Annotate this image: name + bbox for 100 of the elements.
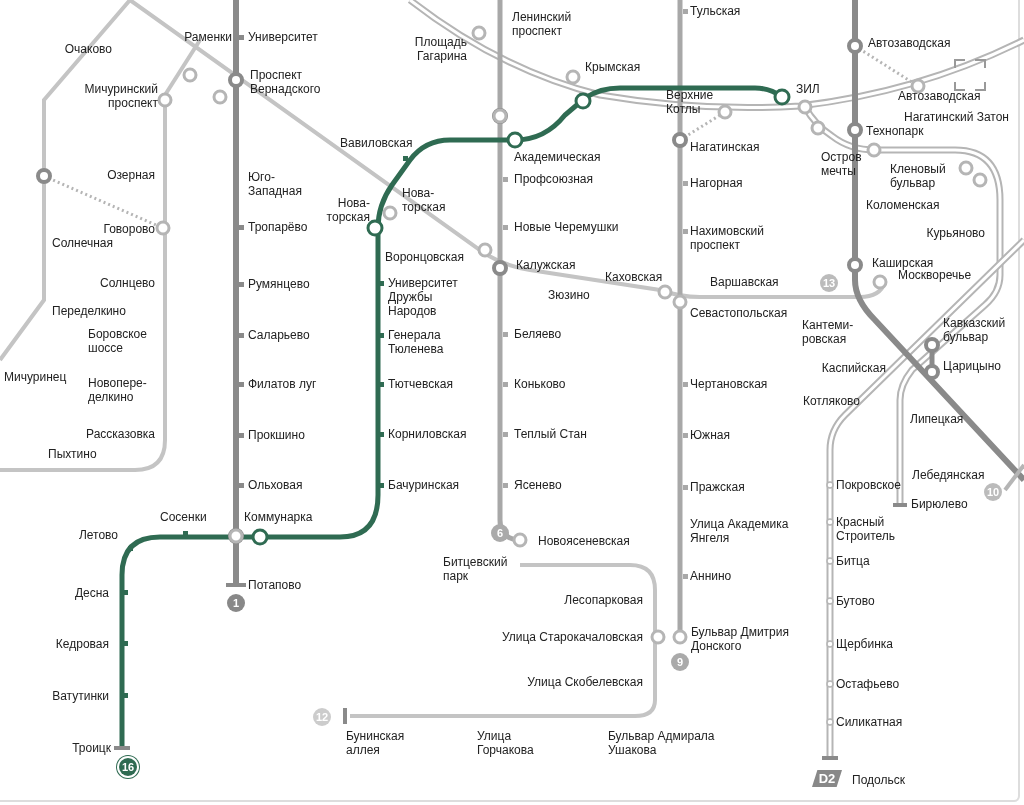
station-name: Варшавская — [710, 275, 779, 289]
station-name: Беляево — [514, 327, 562, 341]
station-name: Автозаводская — [898, 89, 981, 103]
line-number-badge: 1 — [227, 594, 245, 612]
station-name: Очаково — [64, 42, 112, 56]
station-name: Кавказский бульвар — [943, 316, 1007, 344]
station-name: Боровское шоссе — [88, 327, 148, 355]
station-name: Коньково — [514, 377, 566, 391]
station-name: Каширская — [872, 256, 934, 270]
station-name: Кантеми- ровская — [802, 318, 855, 346]
station-name: Южная — [690, 428, 730, 442]
station-name: Раменки — [184, 30, 232, 44]
station-name: Остров мечты — [821, 150, 863, 178]
station-name: Бутово — [836, 594, 875, 608]
station-name: Улица Скобелевская — [527, 675, 643, 689]
station-name: Бульвар Адмирала Ушакова — [608, 729, 716, 757]
line-number-badge: 13 — [820, 274, 838, 292]
station-name: Прокшино — [248, 428, 305, 442]
station-name: Кедровая — [55, 637, 109, 651]
line-number-badge: 10 — [984, 483, 1002, 501]
station-name: Чертановская — [690, 377, 768, 391]
station-name: Мичуринский проспект — [83, 82, 158, 110]
station-name: Мичуринец — [4, 370, 67, 384]
station-name: Ольховая — [248, 478, 303, 492]
station-name: Улица Старокачаловская — [501, 630, 643, 644]
station-name: Технопарк — [866, 124, 924, 138]
station-name: ЗИЛ — [796, 82, 820, 96]
station-name: Рассказовка — [86, 427, 155, 441]
station-name: Солнцево — [99, 276, 155, 290]
line-number-badge: D2 — [812, 770, 842, 787]
station-name: Улица Академика Янгеля — [690, 517, 790, 545]
station-name: Бирюлево — [911, 497, 968, 511]
station-name: Остафьево — [836, 677, 900, 691]
station-name: Новопере- делкино — [88, 376, 148, 404]
station-name: Коммунарка — [244, 510, 313, 524]
line-number-badge: 16 — [119, 758, 137, 776]
station-name: Генерала Тюленева — [388, 328, 445, 356]
station-name: Площадь Гагарина — [413, 35, 467, 63]
station-name: Лесопарковая — [564, 593, 643, 607]
station-name: Пражская — [690, 480, 745, 494]
station-name: Озерная — [107, 168, 155, 182]
station-name: Ленинский проспект — [512, 10, 573, 38]
station-name: Улица Горчакова — [477, 729, 535, 757]
station-name: Курьяново — [926, 226, 985, 240]
station-name: Верхние Котлы — [666, 88, 715, 116]
station-name: Корниловская — [388, 427, 467, 441]
station-name: Калужская — [516, 258, 576, 272]
station-name: Котляково — [802, 394, 860, 408]
station-name: Университет — [248, 30, 318, 44]
station-name: Тютчевская — [388, 377, 453, 391]
station-name: Нахимовский проспект — [690, 224, 765, 252]
station-name: Бульвар Дмитрия Донского — [691, 625, 790, 653]
station-name: Зюзино — [548, 288, 590, 302]
station-name: Троицк — [72, 741, 111, 755]
station-name: Новые Черемушки — [514, 220, 619, 234]
station-name: Москворечье — [898, 268, 972, 282]
station-name: Коломенская — [866, 198, 940, 212]
station-name: Щербинка — [836, 637, 893, 651]
station-name: Воронцовская — [385, 250, 464, 264]
station-name: Силикатная — [836, 715, 903, 729]
station-name: Автозаводская — [868, 36, 951, 50]
station-name: Ясенево — [514, 478, 562, 492]
station-name: Нова- торская — [402, 186, 447, 214]
station-name: Юго- Западная — [248, 170, 303, 198]
station-name: Говорово — [103, 222, 155, 236]
station-name: Солнечная — [52, 236, 114, 250]
line-number-badge: 9 — [671, 653, 689, 671]
station-name: Потапово — [248, 578, 302, 592]
station-name: Румянцево — [248, 277, 310, 291]
station-name: Севастопольская — [690, 306, 788, 320]
station-name: Саларьево — [248, 328, 310, 342]
station-name: Битцевский парк — [443, 555, 509, 583]
station-name: Каспийская — [821, 361, 886, 375]
station-name: Академическая — [514, 150, 601, 164]
station-name: Нагатинская — [690, 140, 760, 154]
station-name: Тульская — [690, 4, 741, 18]
station-name: Нова- торская — [325, 196, 370, 224]
station-name: Сосенки — [160, 510, 207, 524]
station-name: Филатов луг — [248, 377, 317, 391]
station-name: Профсоюзная — [514, 172, 593, 186]
station-name: Бунинская аллея — [346, 729, 406, 757]
station-name: Аннино — [690, 569, 732, 583]
station-name: Покровское — [836, 478, 901, 492]
station-name: Тропарёво — [248, 220, 308, 234]
station-name: Подольск — [852, 773, 905, 787]
station-name: Каховская — [605, 270, 663, 284]
station-name: Вавиловская — [340, 136, 413, 150]
line-number-badge: 6 — [491, 524, 509, 542]
station-name: Крымская — [585, 60, 641, 74]
station-name: Царицыно — [943, 359, 1001, 373]
station-name: Кленовый бульвар — [890, 162, 947, 190]
station-name: Университет Дружбы Народов — [388, 276, 459, 318]
station-name: Липецкая — [910, 412, 964, 426]
station-name: Лебедянская — [912, 468, 985, 482]
station-name: Нагатинский Затон — [904, 110, 1009, 124]
station-name: Бачуринская — [388, 478, 460, 492]
station-name: Теплый Стан — [514, 427, 587, 441]
station-name: Красный Строитель — [836, 515, 897, 543]
station-name: Новоясеневская — [538, 534, 630, 548]
station-name: Десна — [74, 586, 109, 600]
